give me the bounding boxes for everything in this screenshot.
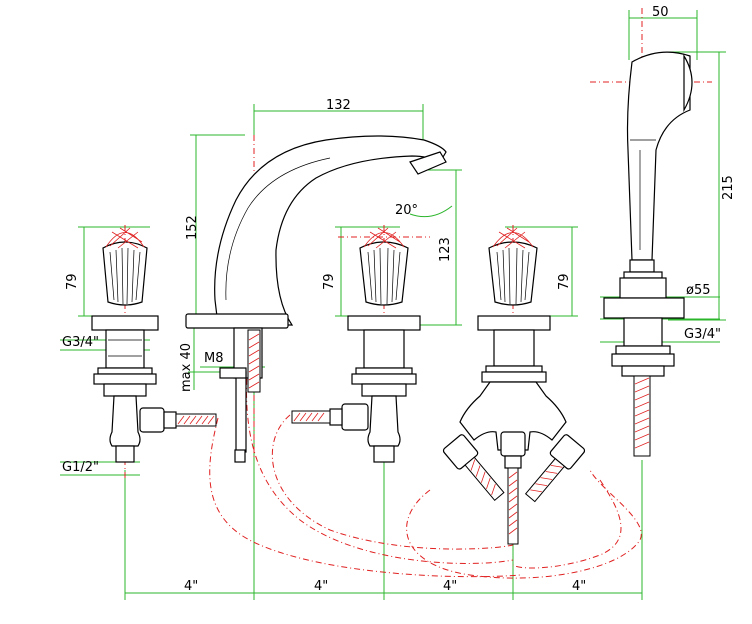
handle-height-left-label: 79	[65, 273, 80, 290]
handle-height-right-label: 79	[557, 273, 572, 290]
thread-inlet-label: G1/2"	[62, 460, 99, 475]
dimension-text: 50 132 152 123 20° 79 79 79 215 ø55 G3/4…	[62, 5, 736, 594]
max-deck-label: max 40	[179, 343, 194, 392]
outlet-angle-label: 20°	[395, 203, 418, 218]
thread-right-label: G3/4"	[684, 327, 721, 342]
shower-diameter-label: ø55	[686, 283, 711, 298]
bolt-label: M8	[204, 351, 224, 366]
spacing-2-label: 4"	[314, 579, 328, 594]
shower-height-label: 215	[721, 175, 736, 200]
spacing-3-label: 4"	[443, 579, 457, 594]
handle-height-mid-label: 79	[322, 273, 337, 290]
spacing-1-label: 4"	[184, 579, 198, 594]
middle-valve	[291, 227, 421, 463]
shower-width-label: 50	[652, 5, 669, 20]
spout-height-label: 152	[185, 215, 200, 240]
hand-shower	[603, 51, 693, 457]
left-valve	[91, 227, 217, 463]
spacing-4-label: 4"	[572, 579, 586, 594]
spout-reach-label: 132	[326, 98, 351, 113]
outlet-height-label: 123	[438, 237, 453, 262]
spout	[185, 135, 447, 463]
right-valve-diverter	[442, 227, 586, 545]
thread-left-label: G3/4"	[62, 335, 99, 350]
